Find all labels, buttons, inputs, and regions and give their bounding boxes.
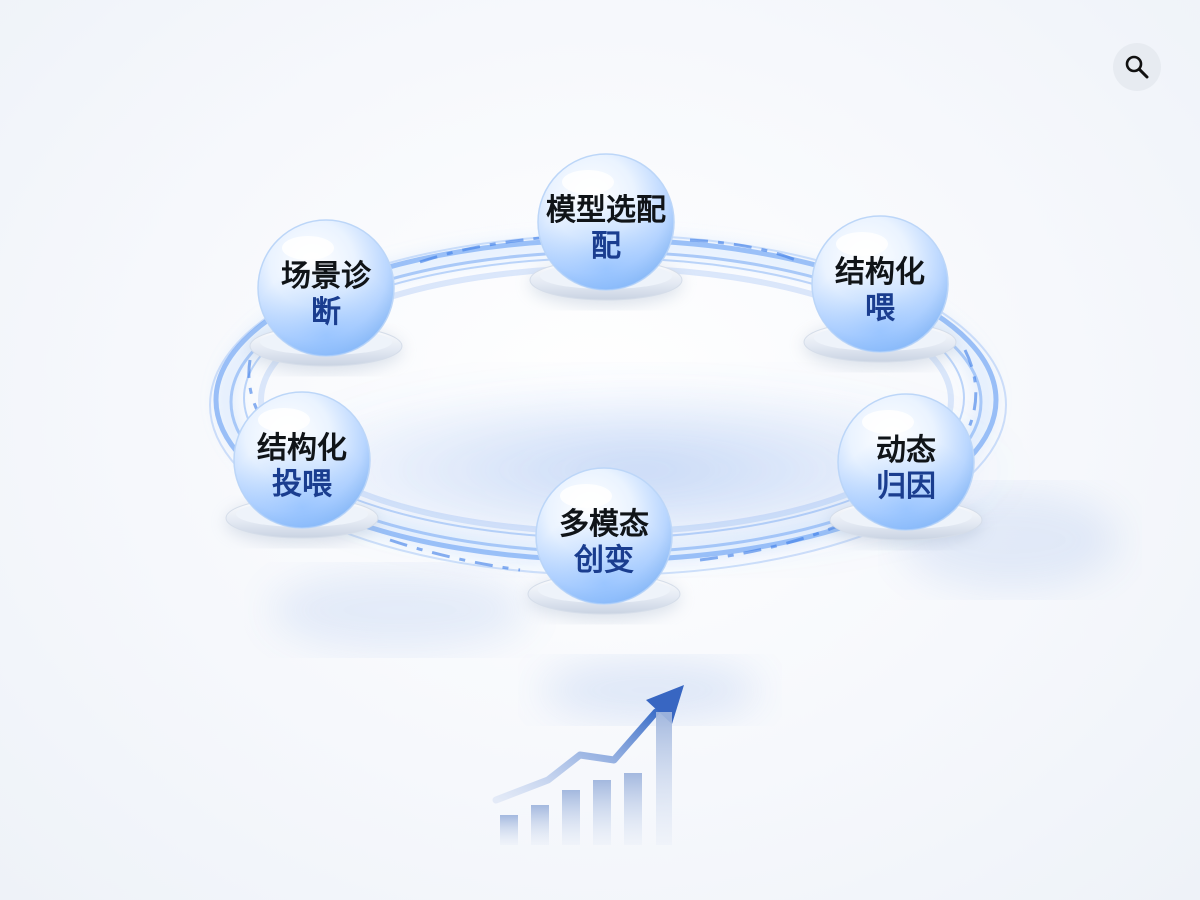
node-label-secondary: 投喂 bbox=[272, 467, 333, 502]
node-label-primary: 动态 bbox=[876, 433, 936, 468]
ring-dash bbox=[689, 238, 801, 264]
node-highlight bbox=[562, 170, 614, 194]
ring-dash bbox=[389, 538, 521, 572]
search-button[interactable] bbox=[1113, 43, 1161, 91]
node-label-primary: 结构化 bbox=[835, 255, 925, 290]
trend-up-icon bbox=[492, 685, 684, 845]
node-highlight bbox=[258, 408, 310, 432]
node-label-primary: 模型选配 bbox=[546, 193, 666, 228]
node-highlight bbox=[560, 484, 612, 508]
ring-dash bbox=[699, 523, 841, 562]
node-label-secondary: 断 bbox=[311, 295, 341, 330]
node-label-secondary: 归因 bbox=[876, 469, 936, 504]
node-label-primary: 多模态 bbox=[559, 507, 649, 542]
node-label-secondary: 配 bbox=[591, 229, 621, 264]
search-icon bbox=[1125, 55, 1149, 79]
node-label-secondary: 喂 bbox=[865, 291, 896, 326]
ring-dash bbox=[963, 349, 978, 431]
ring-dash bbox=[419, 236, 541, 264]
node-highlight bbox=[862, 410, 914, 434]
node-highlight bbox=[836, 232, 888, 256]
node-label-primary: 场景诊 bbox=[281, 259, 372, 294]
node-label-primary: 结构化 bbox=[257, 431, 347, 466]
node-highlight bbox=[282, 236, 334, 260]
node-label-secondary: 创变 bbox=[573, 543, 634, 578]
